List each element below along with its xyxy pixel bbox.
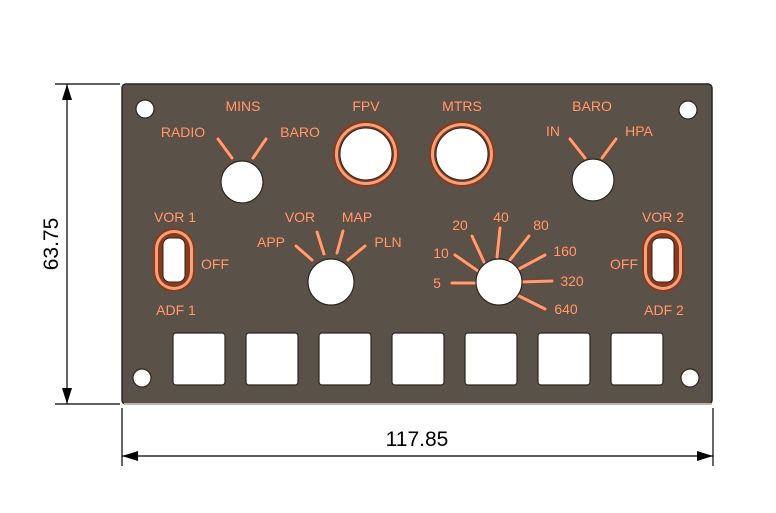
fpv-button-hole[interactable] [339,127,393,181]
efis2-adf-label: ADF 2 [644,302,684,318]
efis1-adf-label: ADF 1 [156,302,196,318]
efis1-vor-label: VOR 1 [154,209,196,225]
button-cutout-1[interactable] [172,332,226,386]
button-cutout-5[interactable] [464,332,518,386]
width-arrow-right [697,451,713,461]
mins-selector[interactable] [215,136,269,204]
button-cutout-row [172,332,664,386]
range-label-640: 640 [554,301,578,317]
baro-knob-hole[interactable] [571,158,615,202]
range-label-40: 40 [493,209,509,225]
baro-hpa-label: HPA [625,123,653,139]
baro-in-label: IN [546,123,560,139]
height-arrow-bottom [62,388,72,404]
range-label-5: 5 [433,275,441,291]
height-dimension-label: 63.75 [40,218,63,271]
button-cutout-2[interactable] [245,332,299,386]
mounting-hole-top-left [135,99,155,119]
mins-radio-label: RADIO [161,124,205,140]
mounting-hole-top-right [678,100,698,120]
mode-map-label: MAP [342,209,372,225]
range-label-160: 160 [553,243,577,259]
mode-selector[interactable] [293,228,368,306]
mins-knob-hole[interactable] [220,160,264,204]
button-cutout-4[interactable] [391,332,445,386]
mode-app-label: APP [257,234,285,250]
efis1-off-label: OFF [201,256,229,272]
mounting-hole-bottom-left [132,368,152,388]
range-label-80: 80 [533,217,549,233]
height-arrow-top [62,84,72,100]
button-cutout-3[interactable] [318,332,372,386]
mtrs-label: MTRS [442,98,482,114]
mins-title: MINS [226,98,261,114]
range-label-320: 320 [560,273,584,289]
width-dimension-label: 117.85 [386,428,449,451]
mode-vor-label: VOR [285,209,315,225]
baro-selector[interactable] [567,136,619,202]
efis2-toggle-slot[interactable] [642,228,684,292]
range-knob-hole[interactable] [475,258,523,306]
range-selector[interactable] [449,225,555,312]
mtrs-button-hole[interactable] [435,127,489,181]
button-cutout-6[interactable] [537,332,591,386]
height-dimension [55,83,120,405]
width-dimension [121,408,714,466]
mode-knob-hole[interactable] [307,258,355,306]
mounting-hole-bottom-right [680,368,700,388]
range-label-10: 10 [433,245,449,261]
efis2-off-label: OFF [610,256,638,272]
mins-baro-label: BARO [280,124,320,140]
efis2-vor-label: VOR 2 [642,209,684,225]
range-label-20: 20 [452,217,468,233]
button-cutout-7[interactable] [610,332,664,386]
efis1-toggle-slot[interactable] [153,228,195,292]
fpv-label: FPV [352,98,380,114]
baro-title: BARO [572,98,612,114]
width-arrow-left [122,451,138,461]
mode-pln-label: PLN [374,234,401,250]
